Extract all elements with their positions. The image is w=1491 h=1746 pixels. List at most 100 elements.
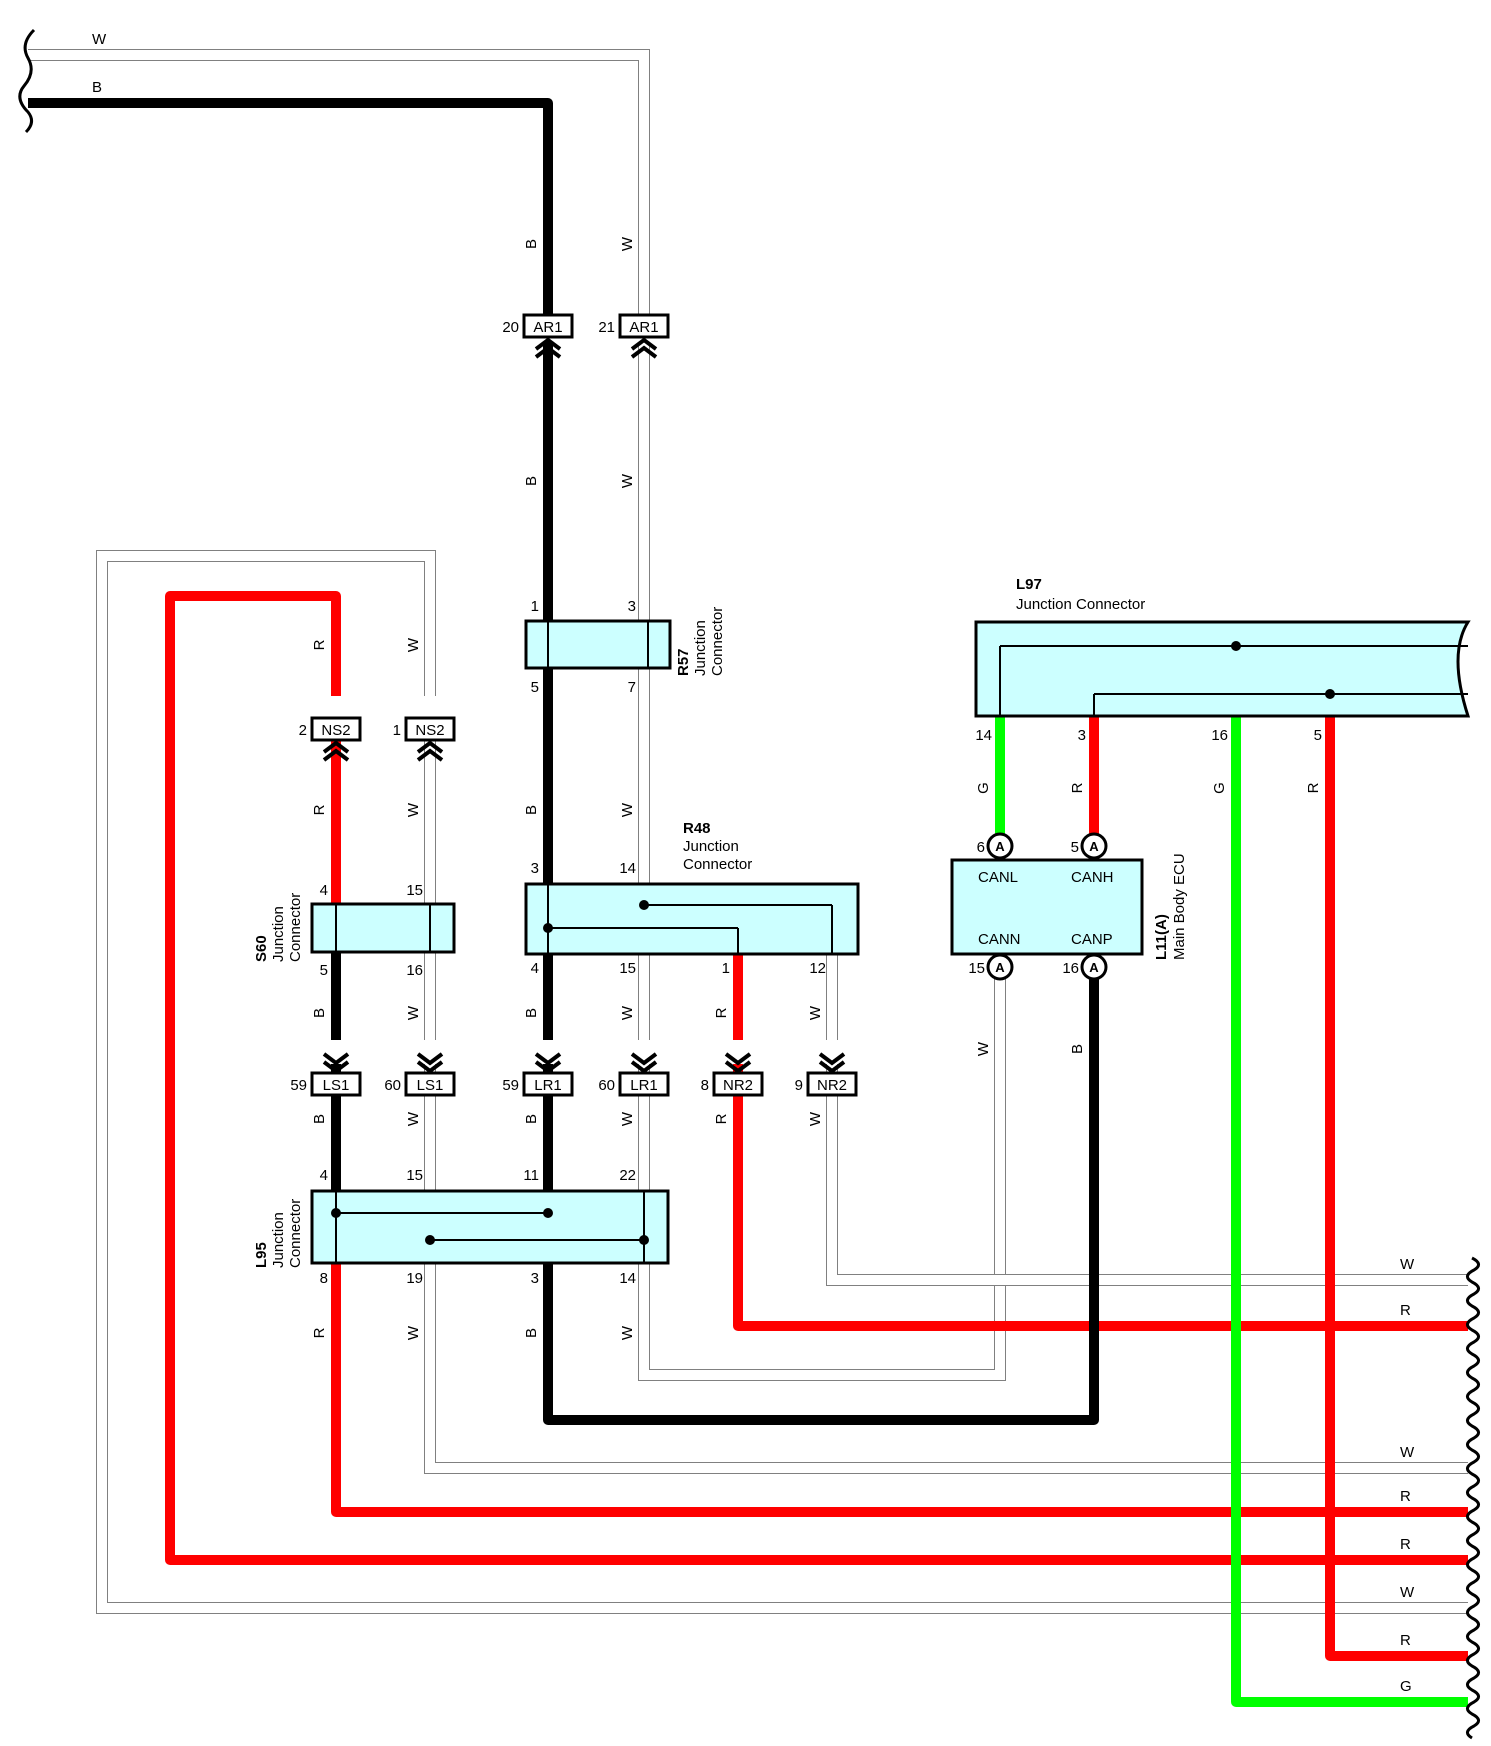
wire-label-b: B xyxy=(523,476,540,486)
s60-name: S60 xyxy=(253,935,270,962)
wire-w-loop xyxy=(97,551,1468,1613)
l97-desc: Junction Connector xyxy=(1016,596,1145,613)
l95-desc: Junction xyxy=(270,1212,287,1268)
wire-b-l95-ecu xyxy=(543,979,1099,1425)
connector-r48: 3 14 4 15 1 12 R48 Junction Connector xyxy=(524,820,860,977)
connector-pin: 1 xyxy=(393,722,401,739)
l11-pin-5: A 5 xyxy=(1071,832,1108,860)
wire-label-g: G xyxy=(1211,782,1228,794)
l11-box xyxy=(950,858,1144,956)
wire-label-w: W xyxy=(619,236,636,251)
l97-box xyxy=(974,620,1471,718)
connector-code: LS1 xyxy=(417,1077,444,1094)
l11-pin-16: A 16 xyxy=(1062,953,1108,981)
inline-connector-nr2-r: NR2 8 xyxy=(701,1052,764,1097)
wire-w-l95-out xyxy=(425,1263,1468,1473)
wire-label-r: R xyxy=(1400,1488,1411,1505)
wire-r-loop xyxy=(165,591,1468,1565)
r57-pin-5: 5 xyxy=(531,679,539,696)
wire-label-b: B xyxy=(523,1328,540,1338)
l97-splice xyxy=(1231,641,1241,651)
wire-label-b: B xyxy=(523,1008,540,1018)
terminal-canp: CANP xyxy=(1071,931,1113,948)
chevron-icon xyxy=(818,1052,846,1066)
chevron-icon xyxy=(724,1060,752,1074)
chevron-icon xyxy=(724,1052,752,1066)
svg-text:A: A xyxy=(1089,960,1099,975)
l97-name: L97 xyxy=(1016,576,1042,593)
chevron-icon xyxy=(416,740,444,754)
l95-splice xyxy=(425,1235,435,1245)
svg-text:5: 5 xyxy=(1071,839,1079,856)
chevron-icon xyxy=(322,1052,350,1066)
connector-code: NR2 xyxy=(723,1077,753,1094)
r48-pin-1: 1 xyxy=(722,960,730,977)
connector-box xyxy=(404,716,456,742)
s60-pin-4: 4 xyxy=(320,882,328,899)
connector-pin: 59 xyxy=(290,1077,307,1094)
terminal-canl: CANL xyxy=(978,869,1018,886)
wire-label-r: R xyxy=(1305,782,1322,793)
r48-name: R48 xyxy=(683,820,711,837)
chevron-icon xyxy=(416,1052,444,1066)
l11-name: L11(A) xyxy=(1153,914,1170,960)
s60-desc: Connector xyxy=(287,893,304,962)
wire-label-r: R xyxy=(1400,1536,1411,1553)
r48-splice xyxy=(543,923,553,933)
wire-label-w: W xyxy=(405,637,422,652)
l95-pin-15: 15 xyxy=(406,1167,423,1184)
wire-label-w: W xyxy=(619,1325,636,1340)
r48-pin-14: 14 xyxy=(619,860,636,877)
chevron-icon xyxy=(322,1060,350,1074)
l95-box xyxy=(310,1189,670,1265)
l95-splice xyxy=(639,1235,649,1245)
connector-l95: 4 15 11 22 8 19 3 14 L95 Junction Connec… xyxy=(253,1167,670,1287)
wire-breaks xyxy=(18,28,1480,1740)
s60-desc: Junction xyxy=(270,906,287,962)
wire-label-w: W xyxy=(405,1325,422,1340)
r57-pin-1: 1 xyxy=(531,598,539,615)
connector-code: NR2 xyxy=(817,1077,847,1094)
r57-name: R57 xyxy=(675,648,692,676)
connector-box xyxy=(618,313,670,339)
connector-code: LS1 xyxy=(323,1077,350,1094)
connector-box xyxy=(310,716,362,742)
wire-label-w: W xyxy=(405,1005,422,1020)
ecu-l11: CANL CANH CANN CANP L11(A) Main Body ECU… xyxy=(950,832,1188,981)
chevron-icon xyxy=(630,1060,658,1074)
r48-pin-4: 4 xyxy=(531,960,539,977)
right-break-line xyxy=(1466,1256,1480,1740)
wire-label-g: G xyxy=(1400,1678,1412,1695)
connector-pin: 21 xyxy=(598,319,615,336)
connector-code: AR1 xyxy=(533,319,562,336)
r57-desc: Junction xyxy=(692,620,709,676)
chevron-icon xyxy=(416,1060,444,1074)
wire-label-w: W xyxy=(405,802,422,817)
wire-g-l97-out xyxy=(1231,716,1468,1707)
wire-label-w: W xyxy=(619,473,636,488)
wire-label-w: W xyxy=(1400,1444,1415,1461)
l97-pin-14: 14 xyxy=(975,727,992,744)
l11-pin-6: A 6 xyxy=(977,832,1014,860)
connector-r57: 1 3 5 7 R57 Junction Connector xyxy=(524,598,726,696)
wire-label-b: B xyxy=(311,1114,328,1124)
wire-w-nr2-out xyxy=(827,1064,1468,1285)
wire-label-w: W xyxy=(807,1111,824,1126)
l95-desc: Connector xyxy=(287,1199,304,1268)
inline-connector-nr2-w: NR2 9 xyxy=(795,1052,858,1097)
l95-name: L95 xyxy=(253,1242,270,1268)
connector-pin: 8 xyxy=(701,1077,709,1094)
connector-code: LR1 xyxy=(630,1077,658,1094)
wire-label-r: R xyxy=(311,1327,328,1338)
connector-pin: 59 xyxy=(502,1077,519,1094)
wire-label-w: W xyxy=(92,31,107,48)
r48-desc: Connector xyxy=(683,856,752,873)
s60-box xyxy=(310,902,456,954)
wire-label-r: R xyxy=(311,804,328,815)
connector-pin: 9 xyxy=(795,1077,803,1094)
r48-pin-15: 15 xyxy=(619,960,636,977)
wire-label-r: R xyxy=(713,1007,730,1018)
